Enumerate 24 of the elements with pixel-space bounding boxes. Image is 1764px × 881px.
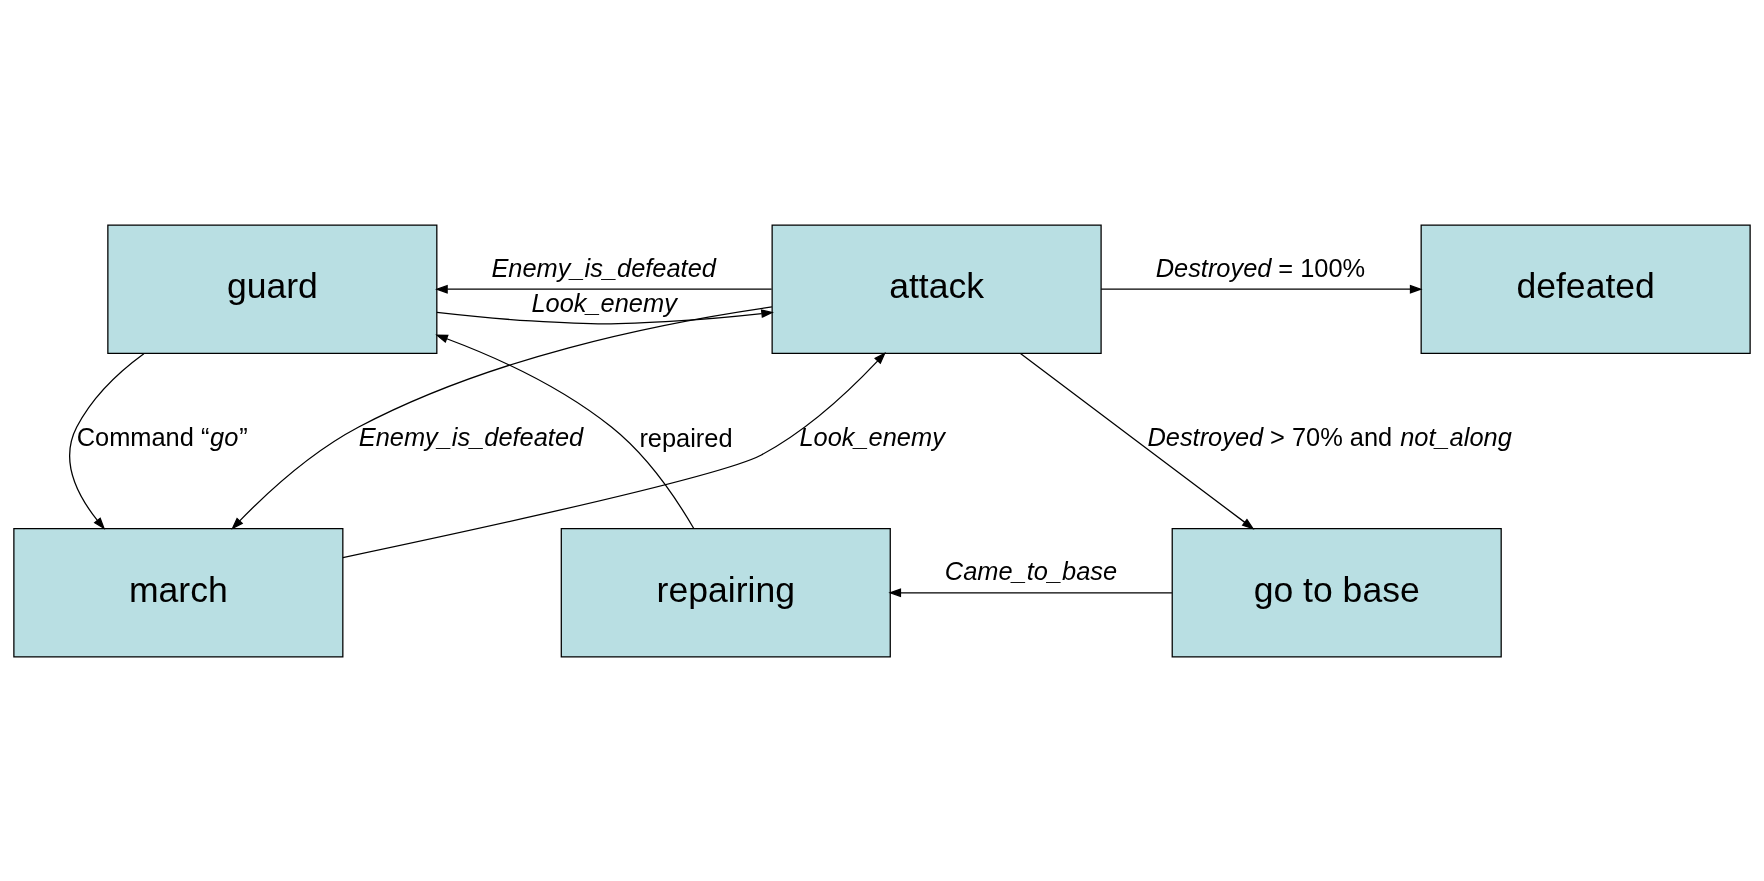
edge-label: Destroyed = 100% [1155, 253, 1366, 282]
arrow [1019, 352, 1255, 530]
edge-label: Destroyed > 70% and not_along [1147, 422, 1512, 451]
edge-label: Enemy_is_defeated [358, 422, 584, 451]
node-box: guard [107, 223, 438, 354]
edge-label: Look_enemy [799, 422, 945, 451]
edge-label: Look_enemy [531, 288, 677, 317]
node-box: attack [771, 223, 1102, 354]
node-box: go to base [1171, 527, 1502, 658]
arrow [69, 352, 145, 530]
arrow [436, 308, 774, 325]
arrow [435, 334, 695, 529]
arrow [342, 351, 886, 558]
edge-label: Enemy_is_defeated [491, 253, 716, 282]
node-box: repairing [560, 527, 891, 658]
arrow [435, 284, 773, 294]
node-box: march [13, 527, 344, 658]
arrow [231, 305, 773, 530]
arrow [1100, 284, 1423, 294]
arrow [888, 587, 1173, 597]
edge-label: Command “go” [76, 422, 248, 451]
edge-label: Came_to_base [944, 556, 1118, 585]
edge-label: repaired [639, 423, 733, 452]
node-box: defeated [1420, 223, 1751, 354]
